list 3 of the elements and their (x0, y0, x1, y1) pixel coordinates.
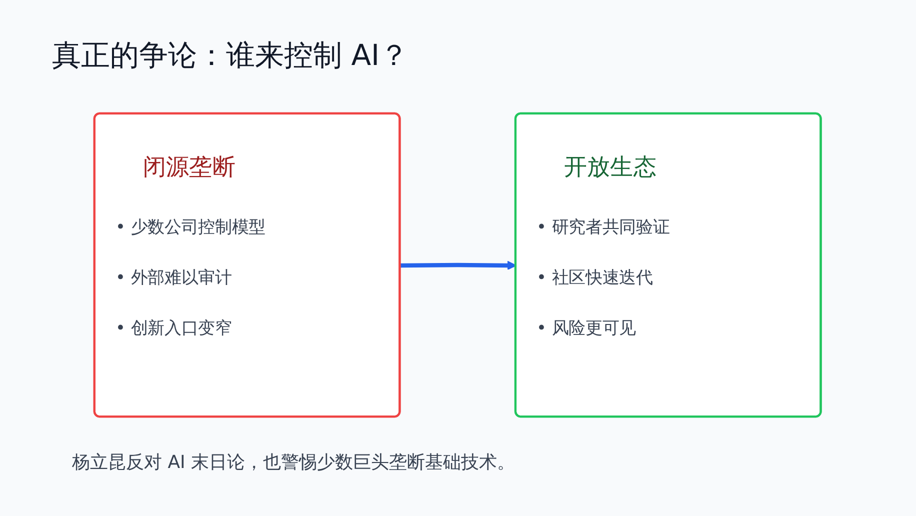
title: 真正的争论：谁来控制 AI？ (52, 37, 409, 74)
caption: 杨立昆反对 AI 末日论，也警惕少数巨头垄断基础技术。 (72, 451, 516, 474)
arrow (400, 260, 517, 270)
